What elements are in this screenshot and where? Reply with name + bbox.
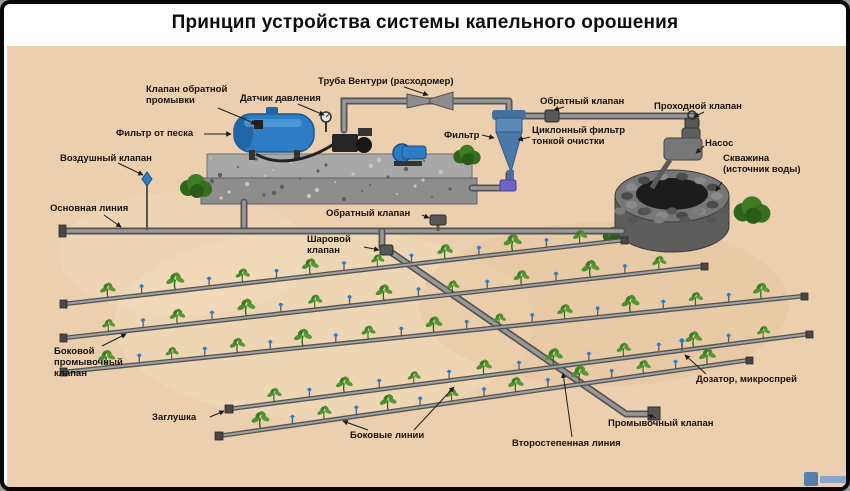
plug-symbol [224,404,234,414]
label-well: Скважина (источник воды) [723,153,801,176]
watermark-logo [804,472,846,486]
air-valve-symbol [141,171,153,187]
label-secondary-line: Второстепенная линия [512,438,621,449]
bush [180,174,212,198]
well [614,127,730,253]
well-pump-symbol [649,127,703,190]
side-flush-valve-symbol [59,333,68,343]
label-filter: Фильтр [444,130,480,141]
platform [200,153,478,205]
lateral-lines [59,236,814,441]
ball-valve-symbol [379,244,394,256]
plug-symbol [214,431,224,441]
label-check-valve-mid: Обратный клапан [326,208,411,219]
label-dispenser: Дозатор, микроспрей [696,374,797,385]
side-flush-valve-symbol [59,367,68,377]
page-title: Принцип устройства системы капельного ор… [171,12,679,33]
label-backwash-valve: Клапан обратной промывки [146,84,228,107]
label-check-valve-top: Обратный клапан [540,96,625,107]
side-flush-valve-symbol [59,299,68,309]
venturi-tube [406,91,454,111]
cyclone-filter-symbol [492,110,526,192]
label-cyclone-filter: Циклонный фильтр тонкой очистки [532,125,626,148]
label-lateral-lines: Боковые линии [350,430,425,441]
label-main-line: Основная линия [50,203,129,214]
label-ball-valve: Шаровой клапан [307,234,351,257]
label-air-valve: Воздушный клапан [60,153,152,164]
soil-background [7,46,846,487]
check-valve-top-symbol [544,109,560,123]
label-plug: Заглушка [152,412,197,423]
label-side-flush-valve: Боковой промывочный клапан [54,346,123,380]
bush [733,196,771,224]
backwash-valve-symbol [254,120,263,129]
label-venturi: Труба Вентури (расходомер) [318,76,454,87]
main-line [58,171,626,238]
bush [453,144,481,166]
label-pump: Насос [705,138,734,149]
label-pass-valve: Проходной клапан [654,101,742,112]
label-flush-valve: Промывочный клапан [608,418,714,429]
diagram-art [7,46,846,487]
label-pressure-sensor: Датчик давления [240,93,321,104]
leader-lines [101,86,723,438]
label-sand-filter: Фильтр от песка [116,128,194,139]
injector-pump [332,128,427,166]
check-valve-mid-symbol [429,214,447,231]
secondary-line [378,227,661,421]
